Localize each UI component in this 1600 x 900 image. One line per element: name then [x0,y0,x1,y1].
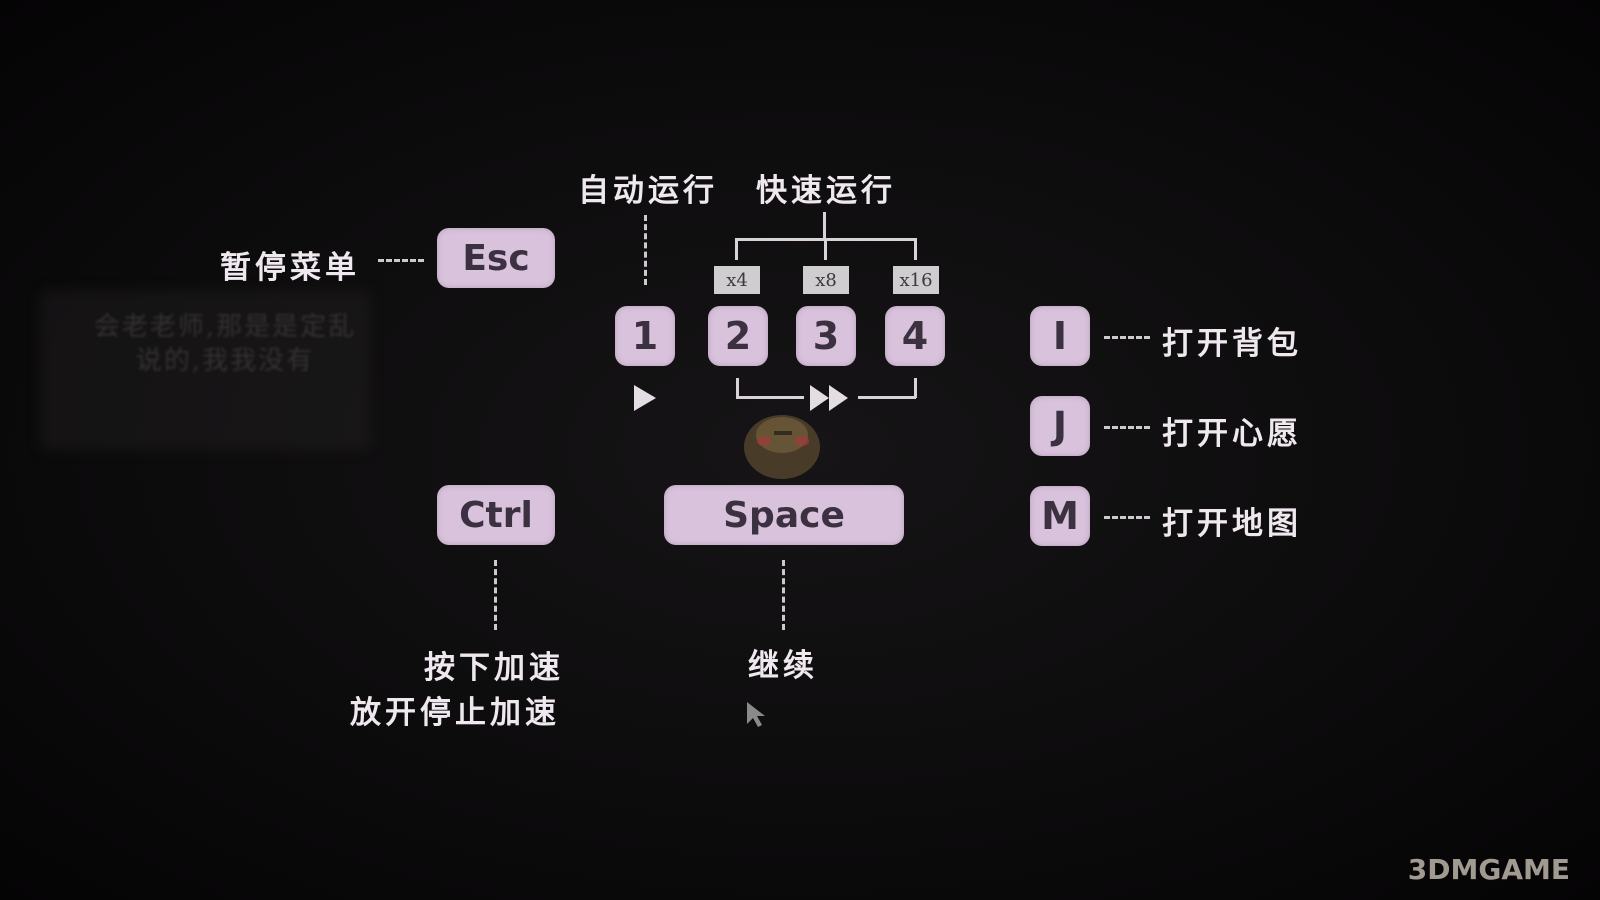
background-dialog-text: 会老老师,那是是定乱说的,我我没有 [93,312,357,376]
multiplier-x8: x8 [803,266,849,294]
esc-key[interactable]: Esc [437,228,555,288]
bracket-line [914,378,917,398]
key-4[interactable]: 4 [885,306,945,366]
key-m[interactable]: M [1030,486,1090,546]
continue-label: 继续 [748,648,818,684]
connector-line [644,215,647,285]
bracket-line [736,378,739,398]
bracket-line [736,396,804,399]
key-i[interactable]: I [1030,306,1090,366]
auto-run-label: 自动运行 [578,173,718,209]
play-icon [634,385,656,411]
watermark: 3DMGAME [1407,853,1570,886]
multiplier-x4: x4 [714,266,760,294]
key-3[interactable]: 3 [796,306,856,366]
connector-line [1104,426,1150,429]
fast-run-label: 快速运行 [756,173,896,209]
release-speed-label: 放开停止加速 [350,695,560,731]
bracket-line [823,212,826,240]
connector-line [1104,336,1150,339]
connector-line [494,560,497,630]
space-key[interactable]: Space [664,485,904,545]
bracket-line [824,238,827,260]
key-1[interactable]: 1 [615,306,675,366]
bracket-line [914,238,917,260]
connector-line [378,259,424,262]
background-dialog-box [40,290,370,450]
key-2[interactable]: 2 [708,306,768,366]
mouse-cursor-icon [747,702,765,727]
connector-line [1104,516,1150,519]
bird-mascot-icon [744,415,820,479]
fast-forward-icon [810,385,848,411]
connector-line [782,560,785,630]
key-j[interactable]: J [1030,396,1090,456]
open-bag-label: 打开背包 [1162,326,1302,362]
ctrl-key[interactable]: Ctrl [437,485,555,545]
multiplier-x16: x16 [893,266,939,294]
pause-menu-label: 暂停菜单 [220,250,360,286]
bracket-line [858,396,916,399]
hold-speed-label: 按下加速 [424,650,564,686]
open-wish-label: 打开心愿 [1162,416,1302,452]
open-map-label: 打开地图 [1162,506,1302,542]
bracket-line [735,238,738,260]
